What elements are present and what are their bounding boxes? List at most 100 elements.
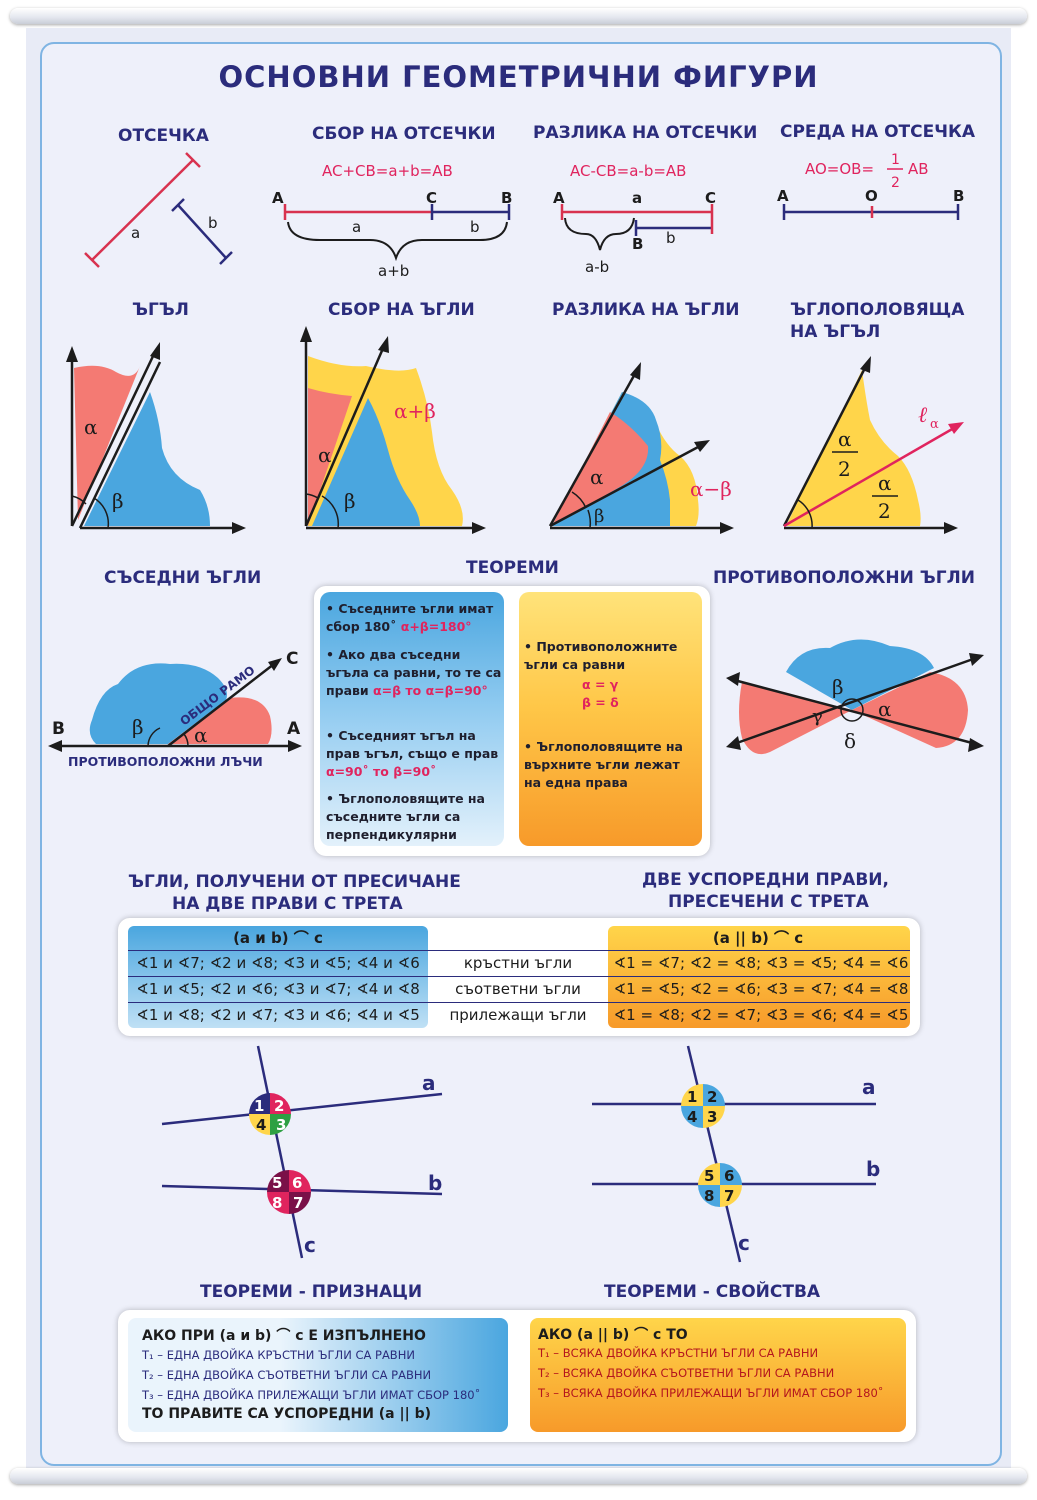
label-b: b: [666, 229, 676, 247]
angle-sum-diagram: [300, 326, 486, 534]
point-c: C: [426, 189, 437, 207]
line-b-label: b: [428, 1171, 442, 1195]
poster-title: ОСНОВНИ ГЕОМЕТРИЧНИ ФИГУРИ: [218, 60, 819, 94]
segment-sum-formula: AC+CB=a+b=AB: [322, 162, 453, 180]
alpha-label: α: [590, 465, 604, 489]
criteria-panel: [128, 1318, 508, 1432]
beta-label: β: [344, 489, 356, 513]
segment-diff-diagram: [560, 204, 714, 251]
angle-3: 3: [707, 1108, 717, 1126]
beta-label: β: [132, 715, 144, 739]
criteria-head: АКО ПРИ (a и b) ⌒ c Е ИЗПЪЛНЕНО: [142, 1328, 426, 1344]
top-hanger-rail: [10, 8, 1027, 24]
properties-t2: T₂ – ВСЯКА ДВОЙКА СЪОТВЕТНИ ЪГЛИ СА РАВН…: [538, 1366, 835, 1380]
theorem-4: • Ъглополовящите на съседните ъгли са пе…: [326, 791, 485, 842]
properties-title: ТЕОРЕМИ - СВОЙСТВА: [604, 1282, 821, 1302]
label-b: b: [470, 218, 480, 236]
segment-label-a: a: [131, 224, 140, 242]
line-b-label: b: [866, 1157, 880, 1181]
beta-label: β: [112, 489, 124, 513]
label-diff: a-b: [585, 258, 609, 276]
half-alpha-num: α: [838, 427, 852, 451]
segment-diagram: [84, 152, 233, 268]
properties-t3: T₃ – ВСЯКА ДВОЙКА ПРИЛЕЖАЩИ ЪГЛИ ИМАТ СБ…: [538, 1386, 884, 1400]
table-row: ∢1 и ∢7; ∢2 и ∢8; ∢3 и ∢5; ∢4 и ∢6 кръст…: [128, 951, 914, 975]
angle-7: 7: [724, 1187, 734, 1205]
point-b: B: [953, 187, 964, 205]
criteria-t2: T₂ – ЕДНА ДВОЙКА СЪОТВЕТНИ ЪГЛИ СА РАВНИ: [142, 1368, 432, 1382]
point-c: C: [286, 649, 298, 669]
segment-sum-diagram: [283, 204, 511, 262]
angle-numbers-right: 1 2 3 4 5 6 7 8: [687, 1088, 734, 1205]
criteria-foot: ТО ПРАВИТЕ СА УСПОРЕДНИ (a || b): [142, 1406, 432, 1422]
theorem-6: • Ъглополовящите на върхните ъгли лежат …: [524, 739, 683, 790]
transversal-left-diagram: [161, 1045, 443, 1259]
angle-bisector-diagram: [782, 356, 964, 534]
angle-diff-diagram: [548, 362, 734, 534]
alpha-label: α: [878, 697, 892, 721]
bisector-title-line1: ЪГЛОПОЛОВЯЩА: [790, 300, 965, 320]
angle-6: 6: [724, 1167, 734, 1185]
opposite-angles-title: ПРОТИВОПОЛОЖНИ ЪГЛИ: [713, 568, 975, 588]
transversal-right-diagram: [592, 1045, 876, 1263]
alpha-minus-beta-label: α−β: [690, 477, 732, 501]
alpha-label: α: [318, 443, 332, 467]
row-right: ∢1 = ∢7; ∢2 = ∢8; ∢3 = ∢5; ∢4 = ∢6: [613, 954, 909, 972]
angle-1: 1: [687, 1088, 697, 1106]
alpha-plus-beta-label: α+β: [394, 399, 436, 423]
table-row: ∢1 и ∢8; ∢2 и ∢7; ∢3 и ∢6; ∢4 и ∢5 приле…: [128, 1003, 914, 1027]
angle-2: 2: [274, 1097, 284, 1115]
line-a-label: a: [422, 1071, 436, 1095]
gamma-label: γ: [812, 706, 823, 727]
row-mid: кръстни ъгли: [463, 954, 573, 972]
opposite-angles-diagram: [726, 639, 984, 755]
theorem-1: • Съседните ъгли имат сбор 180˚ α+β=180°: [326, 601, 494, 634]
angle-2: 2: [707, 1088, 717, 1106]
adjacent-angles-title: СЪСЕДНИ ЪГЛИ: [104, 568, 262, 588]
row-left: ∢1 и ∢7; ∢2 и ∢8; ∢3 и ∢5; ∢4 и ∢6: [136, 954, 420, 972]
bisector-l-label: ℓ: [918, 403, 928, 428]
beta-label: β: [832, 675, 844, 699]
header-left: (a и b) ⌒ c: [233, 929, 323, 947]
point-b: B: [501, 189, 512, 207]
bisector-title-line2: НА ЪГЪЛ: [790, 322, 881, 342]
point-c: C: [705, 189, 716, 207]
transversal-right-title-2: ПРЕСЕЧЕНИ С ТРЕТА: [668, 892, 869, 912]
angle-4: 4: [256, 1116, 266, 1134]
bottom-hanger-rail: [10, 1468, 1027, 1484]
label-sum: a+b: [378, 262, 409, 280]
segment-mid-formula-right: AB: [908, 160, 929, 178]
row-right: ∢1 = ∢5; ∢2 = ∢6; ∢3 = ∢7; ∢4 = ∢8: [613, 980, 909, 998]
angle-8: 8: [704, 1187, 714, 1205]
transversal-left-title-1: ЪГЛИ, ПОЛУЧЕНИ ОТ ПРЕСИЧАНЕ: [128, 872, 461, 892]
theorem-2: • Ако два съседни ъгъла са равни, то те …: [326, 647, 502, 698]
theorems-right-panel: [519, 592, 702, 846]
adjacent-angles-diagram: [48, 658, 302, 752]
angle-4: 4: [687, 1108, 697, 1126]
properties-panel: [530, 1318, 906, 1432]
segment-mid-title: СРЕДА НА ОТСЕЧКА: [780, 122, 975, 142]
angle-diff-title: РАЗЛИКА НА ЪГЛИ: [552, 300, 740, 320]
point-b: B: [52, 719, 65, 739]
opposite-rays-label: ПРОТИВОПОЛОЖНИ ЛЪЧИ: [68, 754, 263, 769]
point-a: A: [553, 189, 565, 207]
angle-8: 8: [272, 1194, 282, 1212]
angle-6: 6: [292, 1174, 302, 1192]
segment-title: ОТСЕЧКА: [118, 126, 209, 146]
point-a: A: [287, 719, 301, 739]
properties-t1: T₁ – ВСЯКА ДВОЙКА КРЪСТНИ ЪГЛИ СА РАВНИ: [538, 1346, 819, 1360]
angles-table: (a и b) ⌒ c (a || b) ⌒ c ∢1 и ∢7; ∢2 и ∢…: [118, 918, 920, 1036]
criteria-title: ТЕОРЕМИ - ПРИЗНАЦИ: [200, 1282, 423, 1302]
alpha-label: α: [194, 723, 208, 747]
table-row: ∢1 и ∢5; ∢2 и ∢6; ∢3 и ∢7; ∢4 и ∢8 съотв…: [128, 977, 914, 1001]
criteria-t1: T₁ – ЕДНА ДВОЙКА КРЪСТНИ ЪГЛИ СА РАВНИ: [142, 1348, 415, 1362]
theorems-left-panel: [320, 592, 504, 846]
theorem-3: • Съседният ъгъл на прав ъгъл, също е пр…: [326, 728, 499, 779]
point-a: A: [272, 189, 284, 207]
half-alpha-den: 2: [838, 457, 851, 481]
segment-label-b: b: [208, 214, 218, 232]
angle-title: ЪГЪЛ: [132, 300, 189, 320]
line-c-label: c: [738, 1231, 750, 1255]
half-alpha-num-2: α: [878, 471, 892, 495]
